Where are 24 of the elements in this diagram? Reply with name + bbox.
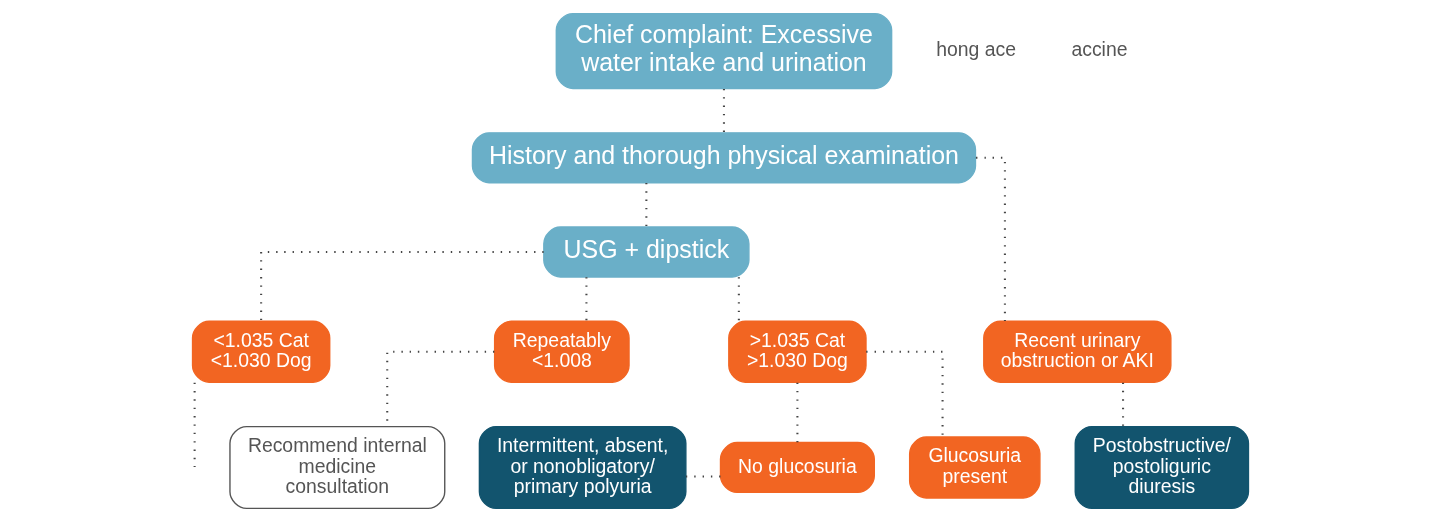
label: hong ace [936, 38, 1017, 61]
connector [260, 250, 544, 321]
node-box: Repeatably <1.008 [493, 320, 630, 383]
connector [686, 475, 721, 478]
label: accine [1071, 38, 1128, 61]
node-box: USG + dipstick [543, 226, 750, 278]
node-box: Chief complaint: Excessive water intake and urination [555, 12, 893, 90]
connector [722, 89, 725, 133]
node-box: History and thorough physical examination [471, 132, 977, 184]
node-box: Intermittent, absent, or nonobligatory/ primary polyuria [478, 425, 687, 510]
connector [796, 382, 799, 443]
node-box: Recommend internal medicine consultation [229, 425, 446, 510]
node-box: No glucosuria [719, 441, 875, 494]
connector [585, 277, 588, 322]
node-box: >1.035 Cat >1.030 Dog [728, 320, 867, 383]
node-box: Postobstructive/ postoliguric diuresis [1074, 425, 1250, 510]
connector [645, 183, 648, 227]
node-box: Glucosuria present [908, 436, 1041, 499]
node-box: Recent urinary obstruction or AKI [983, 320, 1172, 383]
connector [737, 277, 740, 322]
connector [866, 350, 944, 437]
connector [1122, 382, 1125, 427]
node-box: <1.035 Cat <1.030 Dog [191, 320, 331, 383]
connector [975, 156, 1006, 322]
